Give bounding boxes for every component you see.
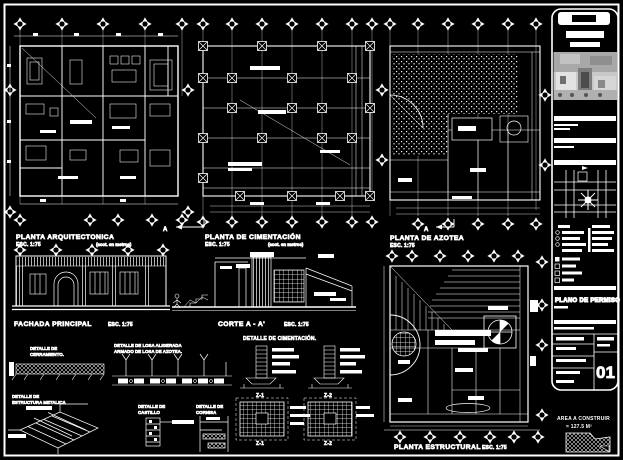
title-block: PLANO DE PERMISO 01 (551, 8, 620, 391)
stairs (184, 294, 208, 308)
losa-section (112, 375, 232, 386)
section-letter: A (424, 227, 429, 233)
zapata-z1-planta (235, 397, 289, 441)
scale-figure (172, 293, 209, 308)
door-arch (53, 271, 79, 306)
plan-estructural-scale: ESC. 1:75 (482, 445, 507, 451)
parapet-hatch (17, 257, 165, 266)
area-line2: = 127.5 M² (566, 424, 592, 430)
fachada-title: FACHADA PRINCIPAL (14, 321, 92, 328)
castillo-detail (145, 417, 172, 447)
north-star (578, 190, 598, 210)
furniture (25, 55, 173, 167)
plan-azotea-title: PLANTA DE AZOTEA (390, 235, 464, 242)
joist-diagonals (389, 265, 453, 331)
roof-hatch (392, 114, 448, 156)
plan-arquitectonica-note: (acot. en metros) (96, 242, 132, 247)
plan-azotea-scale: ESC. 1:75 (390, 243, 415, 249)
location-map (554, 166, 616, 218)
plan-cimentacion-title: PLANTA DE CIMENTACIÓN (205, 232, 301, 241)
zapata-z1-seccion (240, 345, 284, 389)
section-cut-marker: A (163, 218, 205, 233)
plan-azotea: A PLANTA DE AZOTEA ESC. 1:75 (375, 17, 552, 249)
roof-slope (305, 267, 353, 307)
grid-axis-markers (3, 17, 195, 227)
title-block-frame (551, 8, 619, 391)
zapata-label-z1: Z-1 (256, 441, 264, 447)
footings (198, 41, 375, 201)
cerramiento-beam (15, 363, 105, 375)
zapata-z2-seccion (308, 345, 352, 389)
window (29, 271, 139, 295)
fachada-scale: ESC. 1:75 (108, 322, 133, 328)
section-cut-marker: A (424, 219, 455, 233)
fachada-principal: FACHADA PRINCIPAL ESC. 1:75 (12, 243, 170, 328)
sheet-number: 01 (596, 363, 615, 382)
detalle-metalica-l1: DETALLE DE (12, 394, 39, 399)
section-letter: A (163, 227, 168, 233)
tower-hatch (251, 256, 272, 308)
facade-photo (553, 52, 617, 100)
plan-type-label: PLANO DE PERMISO (555, 298, 620, 304)
roof-hatch (392, 54, 518, 114)
detalle-cerramiento-l2: CERRAMIENTO. (30, 352, 64, 357)
titleblock-lower-cells: 01 (552, 333, 618, 390)
plan-arquitectonica: A PLANTA ARQUITECTONICA ESC. 1:75 (acot.… (3, 17, 205, 248)
corte-title: CORTE A - A' (218, 321, 265, 328)
legend-symbols (554, 257, 582, 283)
plan-cimentacion-note: (acot. en metros) (268, 242, 304, 247)
plan-estructural-title: PLANTA ESTRUCTURAL (394, 444, 481, 451)
plan-cimentacion: PLANTA DE CIMENTACIÓN ESC. 1:75 (acot. e… (196, 17, 379, 248)
area-line1: AREA A CONSTRUIR (557, 416, 610, 422)
corte-scale: ESC. 1:75 (284, 322, 309, 328)
detalle-cornisa-l1: DETALLE DE (196, 404, 223, 409)
logo-mark (572, 15, 596, 22)
area-note: AREA A CONSTRUIR = 127.5 M² (557, 416, 611, 453)
cornisa-detail (199, 416, 229, 452)
detalle-cerramiento-l1: DETALLE DE (30, 346, 57, 351)
annotation-smudges (398, 126, 486, 199)
plan-arquitectonica-scale: ESC. 1:75 (16, 242, 41, 248)
plan-arquitectonica-title: PLANTA ARQUITECTONICA (16, 234, 114, 241)
plan-estructural: PLANTA ESTRUCTURAL ESC. 1:75 (383, 249, 549, 451)
detalle-losa-l1: DETALLE DE LOSA ALIGERADA (114, 343, 182, 348)
zapata-label-z2: Z-2 (324, 393, 332, 399)
detalle-castillo-l1: DETALLE DE (138, 404, 165, 409)
corte-aa: CORTE A - A' ESC. 1:75 (172, 252, 356, 328)
detalle-losa-l2: ARMADO DE LOSA DE AZOTEA. (114, 349, 182, 354)
beam-lines (428, 269, 520, 319)
detalle-cimentacion-title: DETALLE DE CIMENTACIÓN. (243, 334, 317, 342)
detalle-cornisa-l2: CORNISA (196, 410, 217, 415)
zapata-label-z1: Z-1 (256, 393, 264, 399)
titleblock-field-bars (554, 116, 616, 165)
bottom-oval (445, 403, 491, 413)
annotation-smudges (228, 66, 340, 205)
masonry-grid (273, 269, 305, 303)
detalle-castillo-l2: CASTILLO (138, 410, 161, 415)
truss-isometric (8, 403, 99, 454)
ground-line (12, 305, 170, 311)
detalle-metalica-l2: ESTRUCTURA METALICA (12, 400, 66, 405)
annotation-smudges (398, 300, 538, 402)
zapata-z2-planta (303, 397, 357, 441)
plan-cimentacion-scale: ESC. 1:75 (205, 242, 230, 248)
lot-sketch (565, 432, 611, 453)
legend-list (554, 225, 614, 283)
detalles-varios: DETALLE DE CERRAMIENTO. DETALLE DE LOSA … (8, 343, 232, 454)
annotation-smudges (40, 120, 136, 179)
curved-wall (389, 314, 421, 376)
detalle-cimentacion: DETALLE DE CIMENTACIÓN. Z-1 Z-2 (235, 334, 374, 447)
dimension-ticks (7, 33, 163, 202)
annotation-smudges (220, 254, 346, 301)
zapata-label-z2: Z-2 (324, 441, 332, 447)
